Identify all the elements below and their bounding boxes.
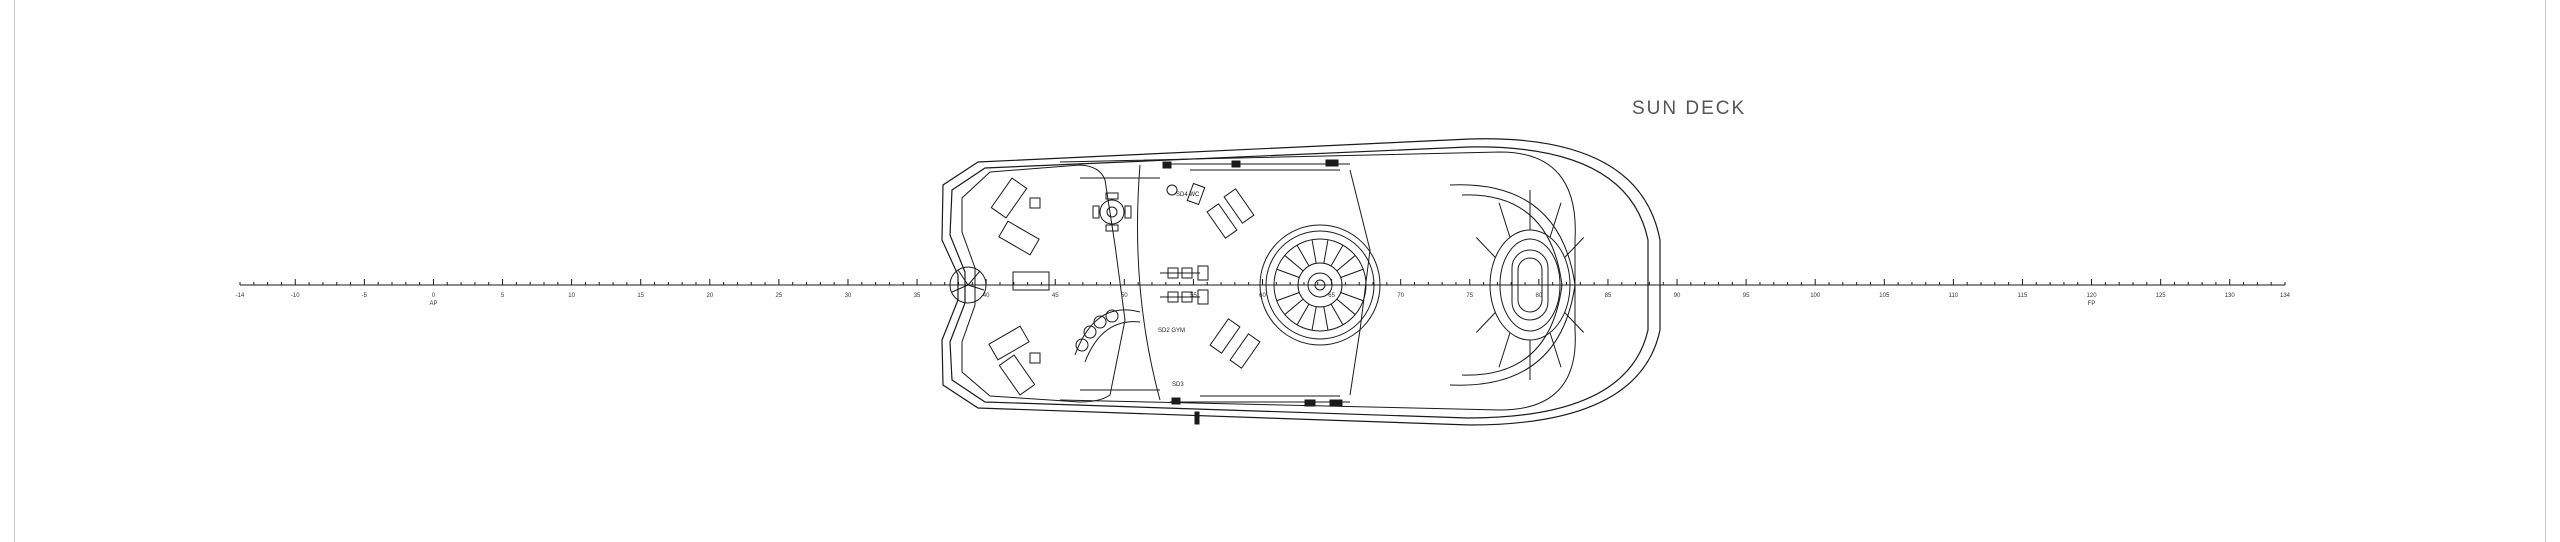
gym-equipment [1160,183,1208,304]
room-label-store: SD3 [1172,382,1184,388]
scale-tick-label: 95 [1743,293,1750,299]
deck-boundary [962,152,1575,410]
scale-tick-label: 35 [914,293,921,299]
scale-tick-label: 40 [983,293,990,299]
scale-tick-label: 70 [1397,293,1404,299]
room-label-gym: SD2 GYM [1158,328,1185,334]
sun-loungers [989,178,1260,395]
scale-tick-label: 5 [501,293,505,299]
scale-tick-label: 80 [1536,293,1543,299]
scale-tick-label: 125 [2156,293,2167,299]
deck-title: SUN DECK [1632,98,1747,119]
scale-tick-label: 0 [432,293,436,299]
aft-spiral-stair [950,267,986,303]
ap-marker: AP [429,301,437,307]
scale-tick-label: 115 [2018,293,2028,299]
scale-tick-label: 105 [1879,293,1890,299]
deck-fittings [1163,160,1342,424]
scale-tick-label: 20 [706,293,713,299]
scale-tick-label: 25 [776,293,783,299]
main-spiral-stair [1260,225,1380,345]
scale-tick-label: 130 [2225,293,2236,299]
scale-tick-label: 45 [1052,293,1059,299]
right-border-line [2545,0,2546,542]
scale-tick-label: 65 [1328,293,1335,299]
scale-tick-label: 15 [637,293,644,299]
jacuzzi-pool [1450,185,1592,385]
scale-tick-label: 134 [2280,293,2291,299]
frame-scale: -14 -10 -5 0 5 10 15 20 25 30 35 40 45 50 55 60 65 70 75 80… [236,279,2291,307]
room-label-wc: SD4 WC [1176,192,1200,198]
scale-tick-label: 110 [1949,293,1959,299]
scale-tick-label: 10 [568,293,575,299]
scale-tick-label: 55 [1190,293,1197,299]
scale-tick-label: 100 [1810,293,1821,299]
scale-tick-label: 50 [1121,293,1128,299]
curved-sofa [1075,310,1140,362]
left-border-line [14,0,15,542]
scale-tick-label: 60 [1259,293,1266,299]
scale-tick-label: 120 [2087,293,2098,299]
scale-tick-label: 90 [1674,293,1681,299]
round-table [1093,193,1131,231]
scale-tick-label: -10 [291,293,300,299]
hull-outline [942,139,1660,425]
scale-tick-label: 75 [1466,293,1473,299]
scale-tick-label: -14 [236,293,245,299]
scale-tick-label: -5 [362,293,368,299]
fp-marker: FP [2088,301,2096,307]
scale-tick-label: 85 [1605,293,1612,299]
scale-tick-label: 30 [845,293,852,299]
